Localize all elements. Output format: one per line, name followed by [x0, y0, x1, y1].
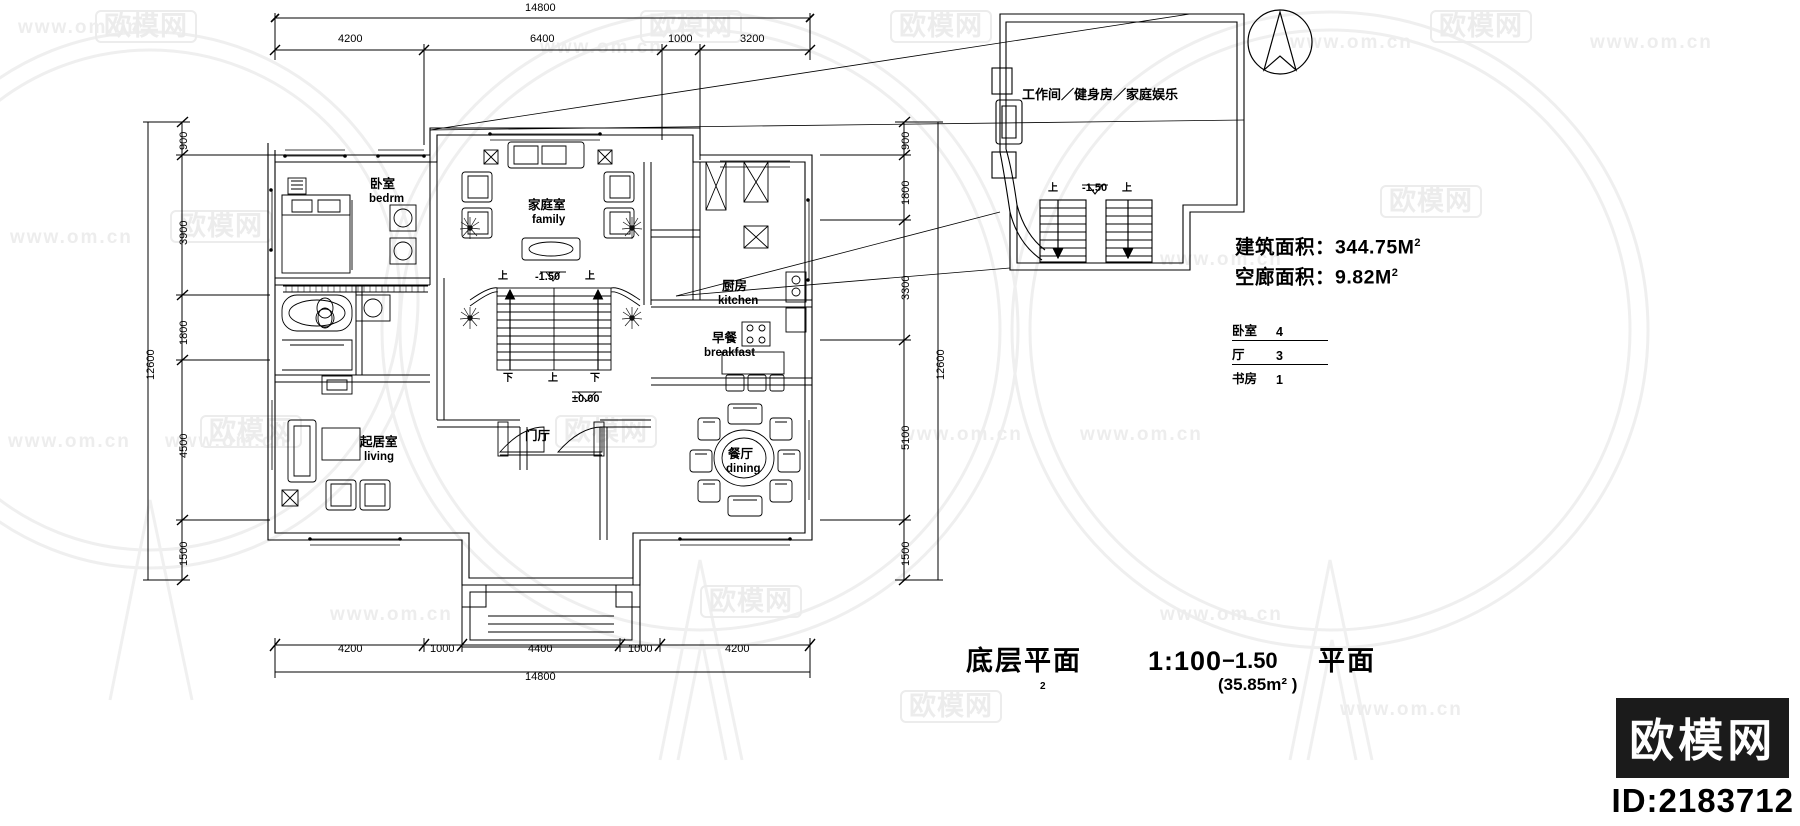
- dim-bottom-seg-1: 4200: [338, 643, 363, 655]
- room-label-dining-en: dining: [726, 463, 761, 475]
- furniture-breakfast: [721, 351, 785, 392]
- room-label-family-cn: 家庭室: [528, 198, 566, 212]
- schedule-count: 3: [1276, 349, 1283, 363]
- level-mark-ground: [572, 391, 602, 402]
- dim-left-seg-1: 900: [178, 131, 190, 150]
- furniture-family: [461, 141, 635, 261]
- stair-down-right: 下: [590, 373, 600, 384]
- porch-steps: [461, 584, 641, 648]
- stair: [469, 271, 641, 371]
- dim-top-seg-1: 4200: [338, 33, 363, 45]
- dim-bottom-total-label: 14800: [525, 671, 556, 683]
- brand-logo: 欧模网: [1616, 698, 1790, 778]
- schedule-name: 书房: [1232, 372, 1258, 386]
- dim-right-seg-1: 900: [900, 131, 912, 150]
- room-label-breakfast-cn: 早餐: [712, 331, 738, 345]
- room-label-living-cn: 起居室: [360, 435, 398, 449]
- annex-callout-leaders: [429, 13, 1245, 297]
- furniture-living: [281, 419, 391, 511]
- dim-top-seg-2: 6400: [530, 33, 555, 45]
- corridor-area-value: 9.82M: [1335, 266, 1392, 289]
- level-mark-stair-value: -1.50: [535, 271, 561, 283]
- level-mark-ground-value: ±0.00: [572, 393, 600, 405]
- building-area-label: 建筑面积：: [1235, 236, 1336, 259]
- dim-right-chain: [820, 116, 911, 586]
- room-label-bedroom-cn: 卧室: [370, 177, 396, 191]
- annex-up-left: 上: [1048, 183, 1058, 194]
- corridor-area-label: 空廊面积：: [1235, 266, 1336, 289]
- dim-bottom-seg-2: 1000: [430, 643, 455, 655]
- annex-block: [991, 13, 1245, 271]
- window-marks: [269, 132, 810, 541]
- dim-bottom-seg-3: 4400: [528, 643, 553, 655]
- schedule-name: 厅: [1232, 348, 1245, 362]
- dim-right-seg-2: 1800: [900, 180, 912, 205]
- dim-left-total-label: 12600: [145, 349, 157, 380]
- room-label-dining-cn: 餐厅: [728, 447, 754, 461]
- schedule-count: 4: [1276, 325, 1283, 339]
- annex-label: 工作间／健身房／家庭娱乐: [1022, 87, 1179, 102]
- room-schedule: 卧室 4 厅 3 书房 1: [1232, 320, 1328, 391]
- dim-left-seg-3: 1800: [178, 320, 190, 345]
- dim-top-chain: [269, 44, 816, 160]
- dim-top-seg-4: 3200: [740, 33, 765, 45]
- dim-right-seg-5: 1500: [900, 541, 912, 566]
- schedule-row-hall: 厅 3: [1232, 344, 1328, 365]
- brand-id: ID:2183712: [1611, 782, 1794, 819]
- drawing-title-number: 2: [1040, 681, 1046, 692]
- stair-up-right: 上: [585, 271, 595, 282]
- drawing-scale: 1:100: [1148, 646, 1223, 676]
- furniture-dining: [689, 403, 801, 517]
- room-label-foyer-cn: 门厅: [525, 429, 551, 443]
- dim-right-total-label: 12600: [935, 349, 947, 380]
- corridor-area-exp: 2: [1391, 267, 1399, 279]
- room-label-breakfast-en: breakfast: [704, 347, 756, 359]
- dim-left-seg-5: 1500: [178, 541, 190, 566]
- schedule-name: 卧室: [1232, 324, 1258, 338]
- schedule-count: 1: [1276, 373, 1283, 387]
- interior-walls: [275, 135, 812, 585]
- brand-block: 欧模网 ID:2183712: [1612, 698, 1794, 820]
- stair-up-left: 上: [498, 271, 508, 282]
- schedule-row-study: 书房 1: [1232, 368, 1328, 388]
- secondary-title: 平面: [1318, 646, 1376, 676]
- dim-right-seg-3: 3300: [900, 275, 912, 300]
- furniture-bedroom: [281, 177, 417, 274]
- secondary-level: −1.50: [1222, 648, 1278, 673]
- furniture-bathroom: [281, 285, 428, 395]
- dim-top-total-label: 14800: [525, 2, 556, 14]
- dim-left-seg-4: 4500: [178, 433, 190, 458]
- room-label-kitchen-en: kitchen: [718, 295, 759, 307]
- room-label-kitchen-cn: 厨房: [722, 279, 748, 293]
- secondary-area: (35.85m² ): [1218, 675, 1298, 694]
- north-arrow: [1247, 9, 1313, 75]
- stair-up-center: 上: [548, 373, 558, 384]
- room-label-bedroom-en: bedrm: [369, 193, 405, 205]
- room-label-living-en: living: [364, 451, 395, 463]
- drawing-title: 底层平面: [966, 646, 1082, 676]
- building-area-exp: 2: [1414, 237, 1422, 249]
- stair-down-left: 下: [503, 373, 513, 384]
- building-area-value: 344.75M: [1335, 236, 1415, 259]
- furniture-kitchen: [650, 161, 807, 347]
- corridor-area-line: 空廊面积：9.82M2: [1235, 268, 1398, 288]
- dim-bottom-chain: [269, 638, 816, 652]
- plants: [459, 217, 643, 329]
- annex-up-right: 上: [1122, 183, 1132, 194]
- windows: [267, 127, 813, 546]
- dim-right-seg-4: 5100: [900, 425, 912, 450]
- building-area-line: 建筑面积：344.75M2: [1235, 238, 1421, 258]
- annex-level-value: -1.50: [1082, 182, 1108, 194]
- dim-top-seg-3: 1000: [668, 33, 693, 45]
- dim-left-chain: [176, 116, 270, 586]
- dim-bottom-seg-4: 1000: [628, 643, 653, 655]
- dim-left-seg-2: 3900: [178, 220, 190, 245]
- schedule-row-bedroom: 卧室 4: [1232, 320, 1328, 341]
- room-label-family-en: family: [532, 214, 566, 226]
- dim-bottom-seg-5: 4200: [725, 643, 750, 655]
- entry-doors: [497, 421, 605, 457]
